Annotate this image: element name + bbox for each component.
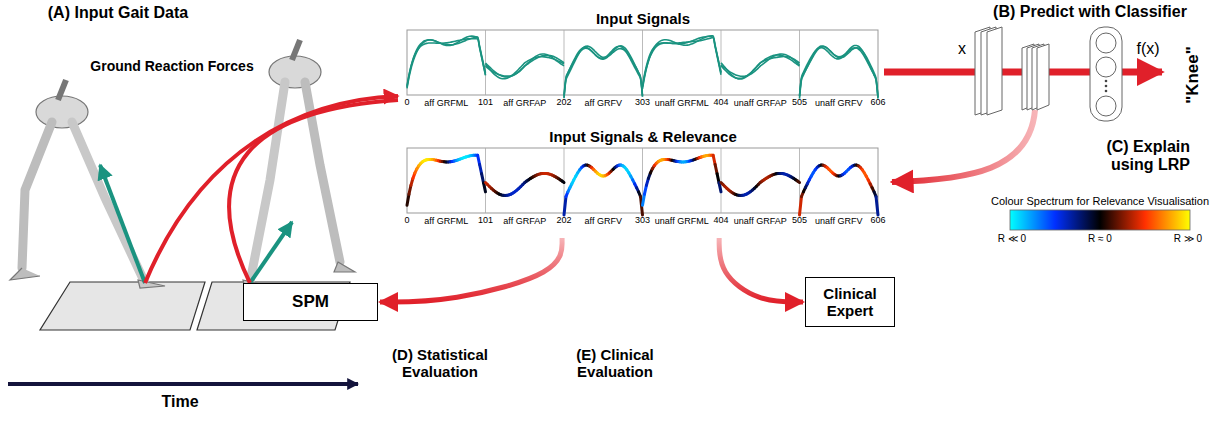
signal-curve xyxy=(800,46,879,99)
relevance-curve xyxy=(643,194,645,205)
box-label: Clinical Expert xyxy=(812,285,888,320)
axis-label: Time xyxy=(161,393,198,411)
axis-tick: 303 xyxy=(635,215,650,225)
relevance-curve xyxy=(798,181,800,182)
subtitle: Ground Reaction Forces xyxy=(90,58,253,74)
panel-heading: (D) Statistical Evaluation xyxy=(375,346,505,381)
signal-curve xyxy=(564,46,643,97)
segment-separator xyxy=(721,148,722,213)
signal-curve xyxy=(407,36,486,88)
data-flow-arrow xyxy=(229,100,398,283)
segment-name: unaff GRFV xyxy=(815,216,862,226)
panel-title: Input Signals & Relevance xyxy=(405,128,881,145)
signal-curve xyxy=(800,45,879,98)
segment-separator xyxy=(721,30,722,95)
segment-name: aff GRFV xyxy=(585,216,622,226)
relevance-curve xyxy=(800,197,802,215)
relevance-curve xyxy=(407,194,409,205)
segment-name: unaff GRFML xyxy=(655,98,709,108)
segment-name: unaff GRFAP xyxy=(734,98,787,108)
math-symbol: f(x) xyxy=(1136,40,1159,58)
conv-layers xyxy=(975,27,1049,115)
signal-curve xyxy=(643,38,722,87)
segment-name: unaff GRFV xyxy=(815,98,862,108)
segment-separator xyxy=(485,148,486,213)
class-label: "Knee" xyxy=(1183,46,1203,104)
force-vector xyxy=(100,165,145,283)
segment-name: unaff GRFAP xyxy=(734,216,787,226)
signal-curve xyxy=(486,57,565,79)
relevance-curve xyxy=(564,197,566,215)
box-label: SPM xyxy=(292,292,329,312)
signal-curve xyxy=(721,55,800,78)
axis-tick: 606 xyxy=(870,97,885,107)
panel-heading: (E) Clinical Evaluation xyxy=(555,346,675,381)
skeleton xyxy=(243,40,355,288)
scale-label: R ≈ 0 xyxy=(1088,233,1112,245)
flow-arrow xyxy=(719,238,803,302)
plot-frame xyxy=(407,30,878,213)
signal-curve xyxy=(800,47,879,97)
segment-name: unaff GRFML xyxy=(655,216,709,226)
scale-label: R ≫ 0 xyxy=(1174,233,1202,245)
panel-title: Input Signals xyxy=(405,10,881,27)
segment-name: aff GRFV xyxy=(585,98,622,108)
relevance-curve xyxy=(876,197,878,215)
axis-tick: 404 xyxy=(713,215,728,225)
force-plate xyxy=(40,282,205,330)
segment-separator xyxy=(485,30,486,95)
segment-name: aff GRFML xyxy=(424,216,468,226)
axis-tick: 404 xyxy=(713,97,728,107)
flow-arrow xyxy=(380,238,562,302)
axis-tick: 505 xyxy=(792,215,807,225)
axis-tick: 202 xyxy=(556,215,571,225)
segment-separator xyxy=(486,30,800,213)
skeleton xyxy=(10,80,165,288)
relevance-curves xyxy=(407,155,878,215)
panel-heading: (B) Predict with Classifier xyxy=(993,3,1187,21)
process-box: SPM xyxy=(243,283,378,321)
output-layer xyxy=(1090,27,1122,121)
signal-curve xyxy=(721,57,800,80)
signal-curve xyxy=(564,46,643,98)
axis-tick: 606 xyxy=(870,215,885,225)
panel-heading: (A) Input Gait Data xyxy=(48,4,188,22)
explain-arrow xyxy=(892,110,1035,182)
signal-curve xyxy=(486,54,565,76)
segment-name: aff GRFML xyxy=(424,98,468,108)
signal-curves xyxy=(407,36,878,99)
scale-label: R ≪ 0 xyxy=(998,233,1026,245)
time-arrow xyxy=(8,382,358,386)
signal-curve xyxy=(564,46,643,96)
force-vector xyxy=(250,222,292,283)
colour-bar xyxy=(1010,210,1190,230)
process-box: Clinical Expert xyxy=(805,277,895,327)
plot-panel: Input Signals xyxy=(405,10,881,112)
axis-tick: 303 xyxy=(635,97,650,107)
legend-title: Colour Spectrum for Relevance Visualisat… xyxy=(991,195,1209,208)
panel-heading: (C) Explain using LRP xyxy=(1072,138,1190,175)
axis-tick: 0 xyxy=(404,97,409,107)
segment-name: aff GRFAP xyxy=(503,216,546,226)
segment-name: aff GRFAP xyxy=(503,98,546,108)
axis-tick: 202 xyxy=(556,97,571,107)
relevance-curve xyxy=(562,181,564,182)
axis-tick: 0 xyxy=(404,215,409,225)
axis-tick: 101 xyxy=(478,97,493,107)
data-flow-arrow xyxy=(145,96,398,283)
axis-tick: 505 xyxy=(792,97,807,107)
axis-tick: 101 xyxy=(478,215,493,225)
signal-curve xyxy=(643,36,722,89)
math-symbol: x xyxy=(958,40,966,58)
